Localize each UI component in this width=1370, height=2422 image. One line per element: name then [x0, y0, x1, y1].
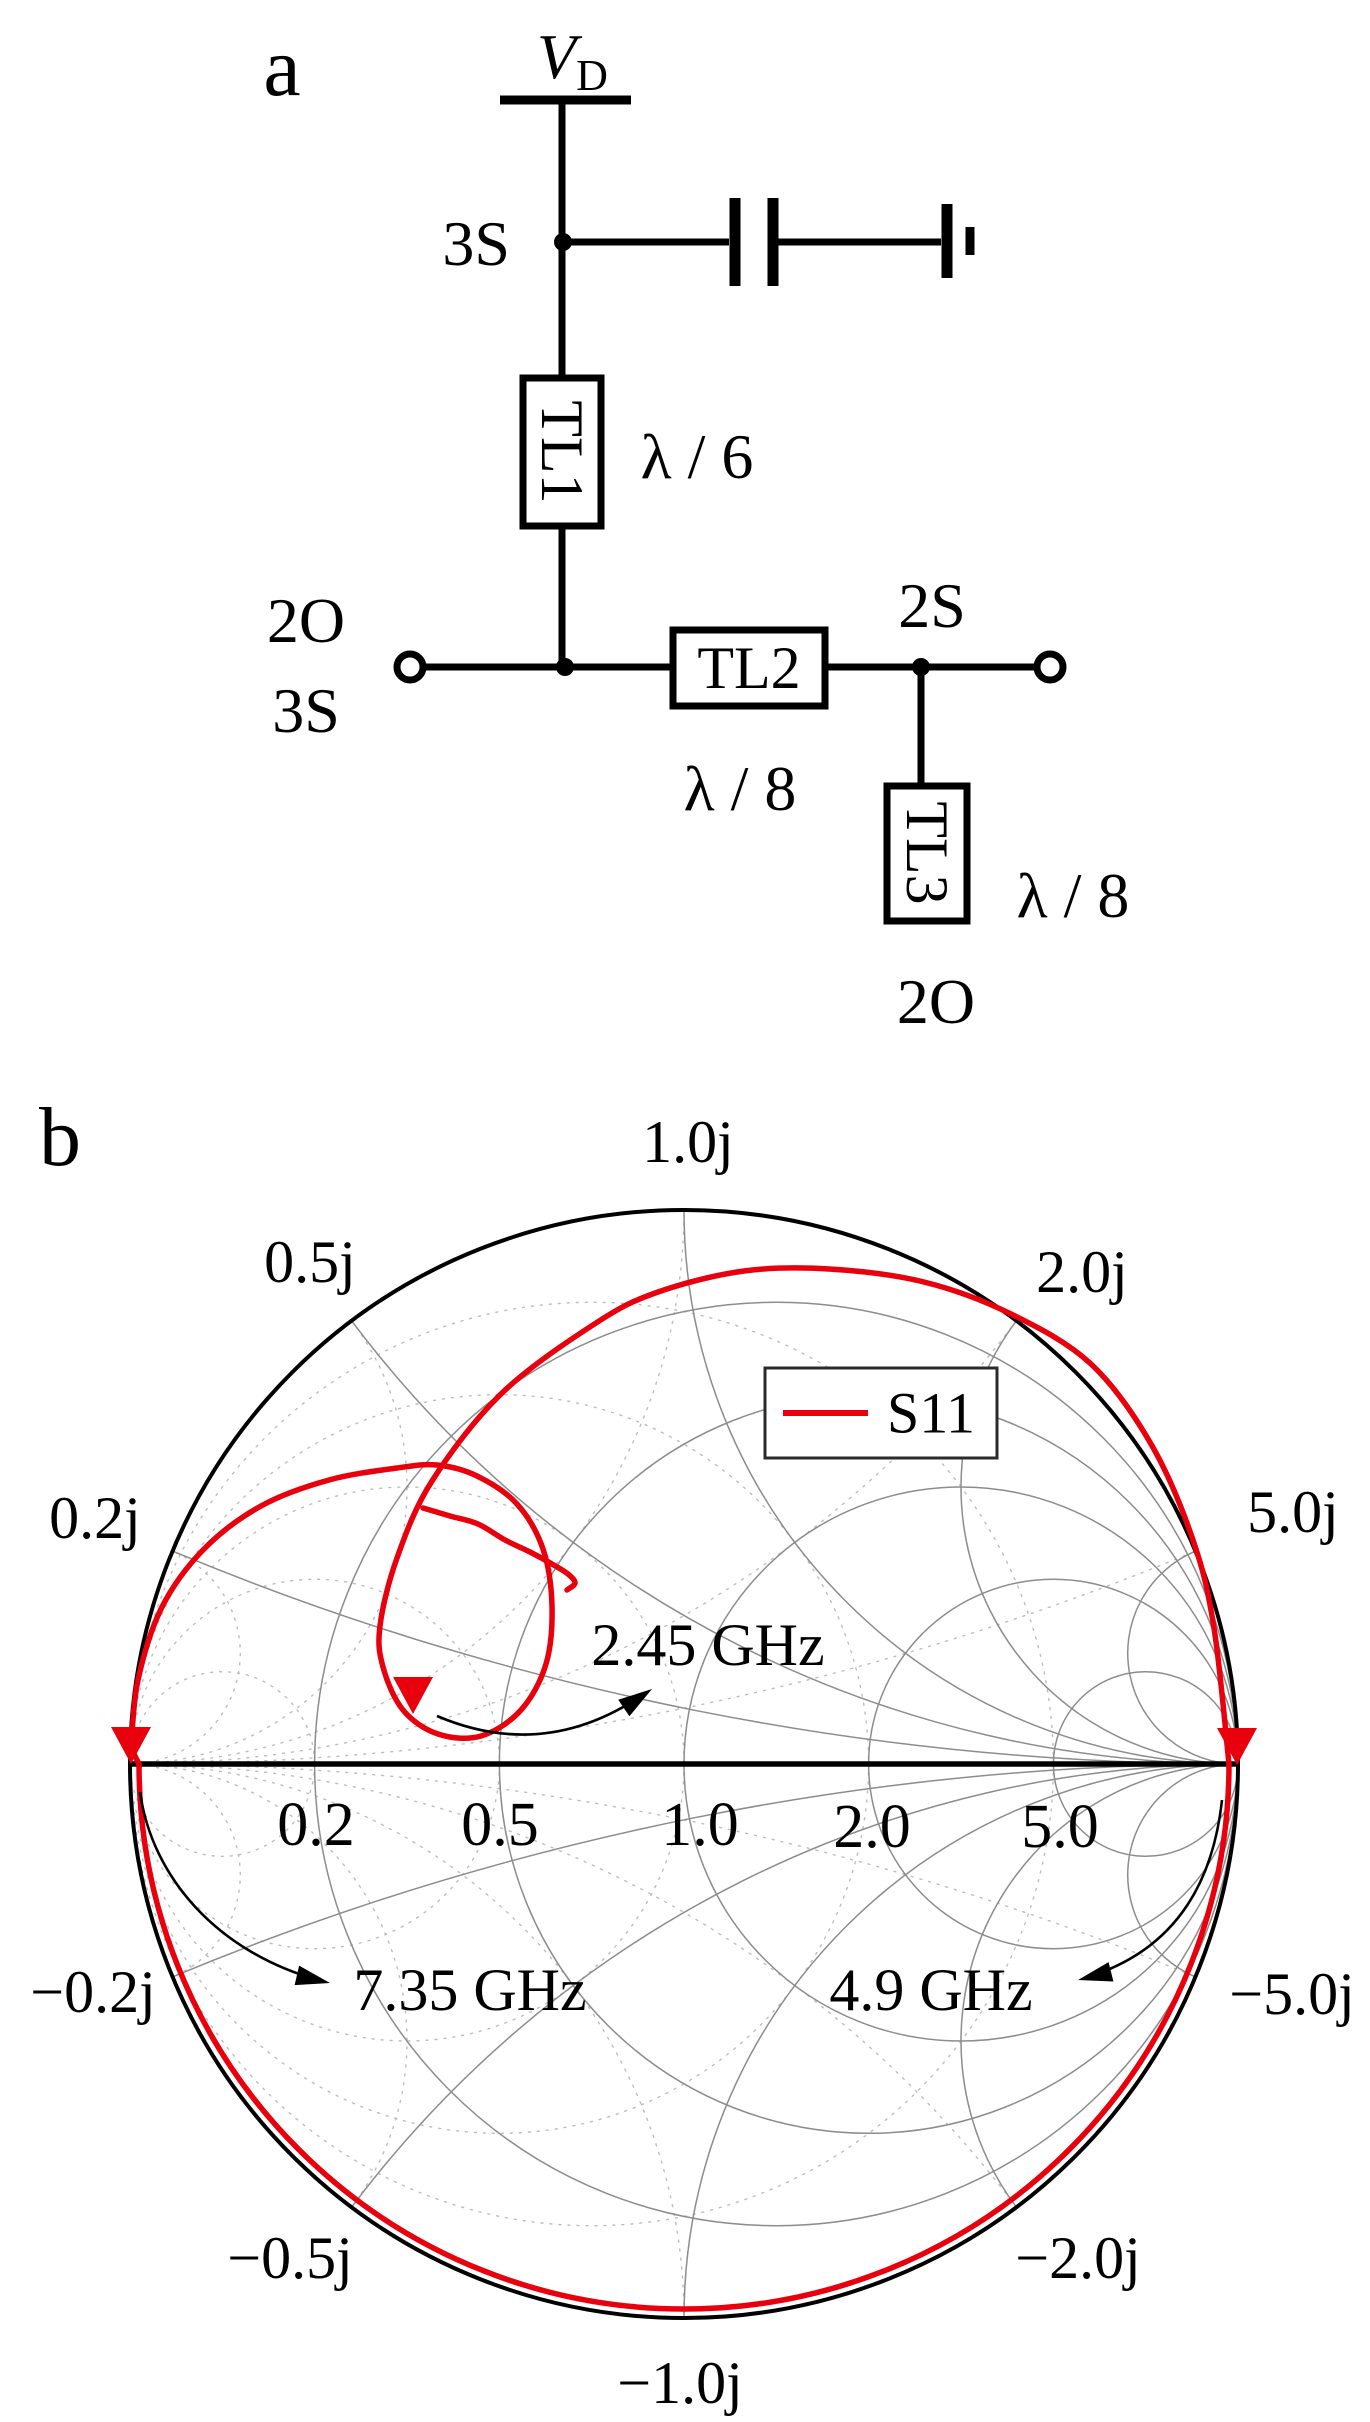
left-port-bottom-label: 3S	[272, 675, 340, 746]
resistance-tick-labels: 0.2 0.5 1.0 2.0 5.0	[277, 1791, 1099, 1861]
tl1-label: TL1	[529, 400, 595, 503]
bottom-port-label: 2O	[897, 966, 975, 1037]
label-neg-5-0j: −5.0j	[1229, 1961, 1355, 2027]
label-5-0j: 5.0j	[1247, 1479, 1339, 1545]
tick-5-0: 5.0	[1021, 1793, 1099, 1861]
frequency-annotations: 2.45 GHz 7.35 GHz 4.9 GHz	[353, 1612, 1032, 2023]
node-dot-junction	[556, 658, 574, 676]
smith-chart-panel: b	[30, 1091, 1355, 2416]
tl3-label: TL3	[894, 801, 960, 904]
label-0-5j: 0.5j	[264, 1229, 356, 1295]
tick-1-0: 1.0	[661, 1791, 739, 1859]
tl3-length-label: λ / 8	[1017, 860, 1130, 931]
tick-2-0: 2.0	[833, 1793, 911, 1861]
arrowhead-4-9ghz-icon	[1078, 1962, 1114, 1982]
circuit-panel: a VD 3S TL1 λ / 6 2O 3S TL2 λ / 8 2S	[263, 21, 1129, 1037]
arrow-7-35ghz	[138, 1791, 319, 1982]
legend-series-label: S11	[887, 1381, 975, 1446]
tl3-box	[883, 782, 971, 925]
tick-0-2: 0.2	[277, 1791, 355, 1859]
label-2-0j: 2.0j	[1036, 1239, 1128, 1305]
label-neg-2-0j: −2.0j	[1015, 2225, 1141, 2291]
s11-trace	[128, 1265, 1232, 2312]
reactance-labels: 1.0j 0.5j 2.0j 0.2j 5.0j −0.2j −5.0j −0.…	[30, 1109, 1355, 2416]
marker-4-9ghz-triangle	[1217, 1728, 1257, 1765]
legend: S11	[763, 1366, 999, 1460]
panel-b-label: b	[39, 1091, 81, 1184]
annotation-2-45ghz: 2.45 GHz	[591, 1612, 824, 1678]
label-0-2j: 0.2j	[49, 1485, 141, 1551]
label-1-0j: 1.0j	[642, 1109, 734, 1175]
left-terminal	[393, 650, 427, 684]
marker-2-45ghz-triangle	[393, 1677, 433, 1714]
arrow-2-45ghz	[436, 1692, 645, 1736]
label-neg-0-2j: −0.2j	[30, 1959, 156, 2025]
node-2s-label: 2S	[898, 570, 966, 641]
tl2-label: TL2	[697, 635, 800, 701]
annotation-7-35ghz: 7.35 GHz	[353, 1957, 586, 2023]
marker-7-35ghz-triangle	[111, 1727, 151, 1764]
s11-trace-inner-tail	[420, 1505, 578, 1593]
arrowhead-7-35ghz-icon	[294, 1965, 330, 1986]
tl2-length-label: λ / 8	[684, 753, 797, 824]
label-neg-0-5j: −0.5j	[227, 2225, 353, 2291]
panel-a-label: a	[263, 21, 300, 114]
left-port-top-label: 2O	[267, 585, 345, 656]
supply-voltage-label: VD	[537, 21, 608, 100]
arrowhead-2-45ghz-icon	[618, 1689, 652, 1717]
annotation-arrows	[138, 1692, 1224, 1982]
annotation-4-9ghz: 4.9 GHz	[829, 1957, 1032, 2023]
tick-0-5: 0.5	[461, 1791, 539, 1859]
arrow-4-9ghz	[1087, 1799, 1224, 1979]
node-3s-label: 3S	[442, 208, 510, 279]
label-neg-1-0j: −1.0j	[617, 2350, 743, 2416]
tl1-length-label: λ / 6	[641, 421, 754, 492]
right-terminal	[1033, 650, 1067, 684]
